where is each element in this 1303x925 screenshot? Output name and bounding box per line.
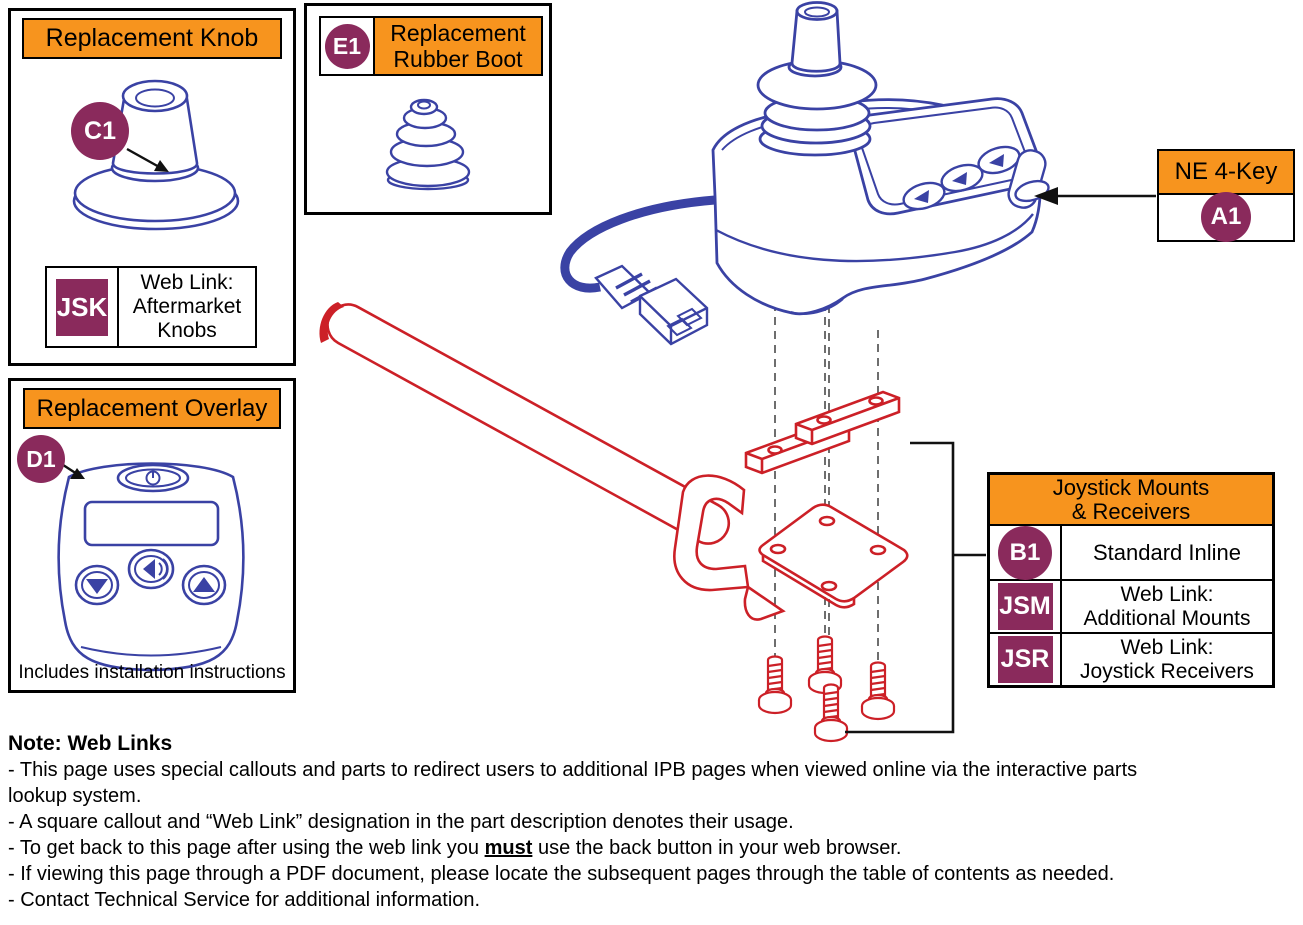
table-row-jsr: JSR Web Link: Joystick Receivers: [990, 632, 1272, 685]
overlay-illustration: [56, 459, 245, 672]
callout-a1[interactable]: A1: [1201, 192, 1251, 242]
callout-b1[interactable]: B1: [998, 525, 1052, 580]
horn-button: [127, 548, 175, 590]
rubber-boot-illustration: [385, 98, 471, 191]
jsk-weblink-row: JSK Web Link: Aftermarket Knobs: [45, 266, 257, 348]
table-row-b1: B1 Standard Inline: [990, 525, 1272, 580]
cable-connector: [594, 264, 709, 346]
note-line-1a: - This page uses special callouts and pa…: [8, 759, 1138, 781]
callout-jsr[interactable]: JSR: [997, 636, 1053, 683]
replacement-boot-box: E1 Replacement Rubber Boot: [304, 3, 552, 215]
main-assembly-illustration: [319, 1, 1156, 743]
replacement-knob-header: Replacement Knob: [22, 18, 282, 59]
joystick-keypad: [849, 97, 1050, 216]
callout-e1[interactable]: E1: [324, 23, 370, 69]
power-icon: [145, 470, 161, 486]
mounts-table-header: Joystick Mounts & Receivers: [990, 475, 1272, 526]
hook-flap: [743, 584, 786, 621]
ne-4key-label-box: NE 4-Key A1: [1157, 149, 1295, 242]
b1-description: Standard Inline: [1093, 539, 1241, 565]
mount-assembly-illustration: [319, 302, 909, 743]
joystick-cable: [560, 195, 716, 293]
note-line-4: - If viewing this page through a PDF doc…: [8, 863, 1115, 885]
must-emphasis: must: [484, 837, 533, 859]
callout-jsm[interactable]: JSM: [997, 583, 1053, 630]
overlay-display: [83, 500, 220, 547]
c1-arrow: [126, 147, 169, 172]
clamp-bar-b: [794, 390, 901, 446]
callout-d1[interactable]: D1: [17, 435, 65, 483]
ne-callout-arrow: [1034, 187, 1156, 205]
mounts-callout-bracket: [845, 441, 986, 734]
note-line-5: - Contact Technical Service for addition…: [8, 889, 481, 911]
replacement-overlay-header: Replacement Overlay: [23, 388, 281, 429]
note-line-1b: lookup system.: [8, 785, 142, 807]
jsr-badge-cell: JSR: [990, 634, 1062, 685]
knob-illustration: [72, 79, 240, 231]
e1-badge-cell: E1: [321, 18, 373, 74]
replacement-overlay-title: Replacement Overlay: [36, 394, 268, 422]
note-line-2: - A square callout and “Web Link” design…: [8, 811, 794, 833]
alignment-dashed-lines: [774, 303, 879, 688]
overlay-caption: Includes installation instructions: [18, 662, 286, 683]
mounts-table: Joystick Mounts & Receivers B1 Standard …: [987, 472, 1275, 688]
joystick-knob: [790, 1, 842, 73]
callout-jsk[interactable]: JSK: [56, 278, 108, 336]
b1-badge-cell: B1: [990, 525, 1062, 580]
note-heading: Note: Web Links: [8, 732, 173, 755]
replacement-knob-title: Replacement Knob: [45, 24, 259, 52]
jsk-weblink-text: Web Link: Aftermarket Knobs: [132, 271, 242, 342]
callout-c1[interactable]: C1: [71, 102, 129, 160]
replacement-boot-header: E1 Replacement Rubber Boot: [319, 16, 543, 76]
replacement-overlay-box: Replacement Overlay: [8, 378, 296, 693]
down-button: [74, 564, 120, 606]
replacement-knob-box: Replacement Knob C1 JSK Web: [8, 8, 296, 366]
joystick-controller-illustration: [560, 1, 1050, 346]
jsk-badge-cell: JSK: [47, 268, 119, 346]
jsm-description: Web Link: Additional Mounts: [1083, 582, 1251, 630]
table-row-jsm: JSM Web Link: Additional Mounts: [990, 579, 1272, 632]
jsm-badge-cell: JSM: [990, 581, 1062, 632]
note-line-3: - To get back to this page after using t…: [8, 837, 902, 859]
replacement-boot-title: Replacement Rubber Boot: [373, 18, 541, 74]
web-links-note: Note: Web Links - This page uses special…: [8, 731, 1260, 913]
mount-screws: [757, 635, 896, 743]
jsr-description: Web Link: Joystick Receivers: [1080, 635, 1254, 683]
ne-4key-title: NE 4-Key: [1159, 151, 1293, 195]
tube-end-highlight: [319, 302, 344, 343]
up-button: [181, 564, 227, 606]
ne-4key-body: A1: [1159, 192, 1293, 242]
